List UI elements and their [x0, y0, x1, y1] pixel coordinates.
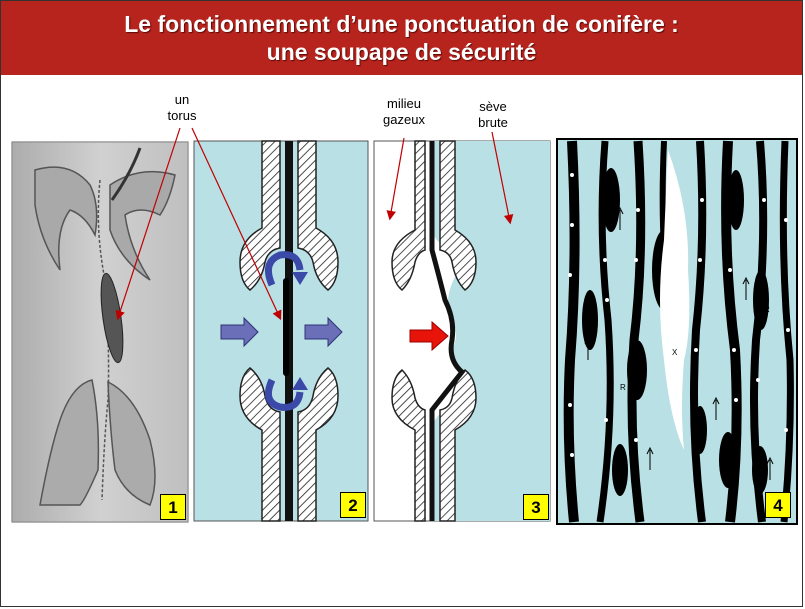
panel-2-open-pit [193, 140, 369, 522]
panel-4-number: 4 [765, 492, 791, 518]
pointer-lines [115, 127, 514, 321]
seve-brute-label: sève brute [468, 99, 518, 131]
panel-1-micrograph [11, 141, 189, 523]
panel-1-number: 1 [160, 494, 186, 520]
panel-3-aspirated-pit [373, 140, 551, 522]
pointer-torus-panel-1 [115, 127, 181, 321]
torus-label-line-2: torus [167, 108, 197, 123]
seve-label-line-2: brute [478, 115, 508, 130]
panel-4-tracheid-drawing: X R R [556, 138, 798, 525]
pointer-torus-panel-2 [191, 127, 282, 321]
milieu-label-line-2: gazeux [383, 112, 425, 127]
panel-4-label-x: X [672, 348, 678, 357]
milieu-label-line-1: milieu [387, 96, 421, 111]
panel-2-number: 2 [340, 492, 366, 518]
panel-3-number: 3 [523, 494, 549, 520]
title-line-1: Le fonctionnement d’une ponctuation de c… [124, 11, 679, 37]
panel-4-label-r-left: R [620, 383, 626, 392]
torus-label-line-1: un [174, 92, 190, 107]
panel-4-label-r-right: R [764, 305, 770, 314]
title-line-2: une soupape de sécurité [266, 39, 537, 65]
milieu-gazeux-label: milieu gazeux [376, 96, 432, 128]
seve-label-line-1: sève [479, 99, 507, 114]
slide-title: Le fonctionnement d’une ponctuation de c… [1, 1, 802, 75]
torus-label: un torus [160, 92, 204, 124]
pointer-seve-brute [491, 131, 514, 225]
pointer-milieu-gazeux [386, 137, 405, 221]
